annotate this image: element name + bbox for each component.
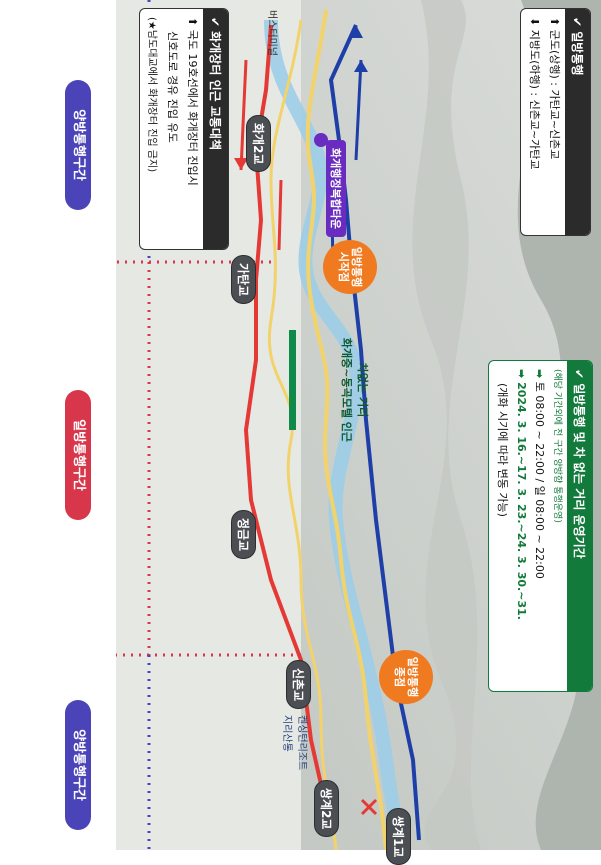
oneway-start-marker: 일방통행 시작점 — [323, 240, 377, 294]
oneway-line-2-text: 지방도(하행) : 신촌교~가탄교 — [528, 29, 541, 170]
label-office: 화개행정복합타운 — [326, 140, 346, 237]
label-bus-terminal: 버스터미널 — [266, 10, 277, 56]
period-title-note: (해당 기간외에 전 구간 양방향 통행운영) — [550, 361, 567, 691]
oneway-end-marker: 일방통행 종점 — [379, 650, 433, 704]
period-hours: ➡ 토 08:00 ~ 22:00 / 일 08:00 ~ 22:00 — [530, 361, 550, 691]
mountain-ridge-2 — [412, 0, 481, 850]
red-arrowhead-2 — [234, 158, 248, 170]
zone-pill-right: 양방통행구간 — [65, 700, 91, 830]
period-hours-text: 토 08:00 ~ 22:00 / 일 08:00 ~ 22:00 — [533, 381, 546, 579]
period-box-title-text: 일방통행 및 차 없는 거리 운영기간 — [572, 383, 586, 559]
oneway-start-line2: 시작점 — [337, 251, 350, 283]
bridge-ssanggye1: 쌍계1교 — [386, 808, 411, 865]
period-dates-text: 2024. 3. 16.~17. 3. 23.~24. 3. 30.~31. — [515, 382, 528, 620]
period-note: (개화 시기에 따라 변동 가능) — [489, 361, 513, 691]
oneway-box-title-text: 일방통행 — [570, 31, 584, 76]
blue-arrowhead-2 — [354, 60, 368, 72]
traffic-box-title: ✔ 화개장터 인근 교통대책 — [203, 9, 228, 249]
traffic-line-2: 신호도로 경유 진입 유도 — [163, 9, 183, 249]
oneway-line-2: ⬇ 지방도(하행) : 신촌교~가탄교 — [521, 9, 545, 235]
road-county — [268, 19, 338, 850]
blocked-x-icon-2 — [360, 798, 378, 816]
river — [264, 19, 408, 850]
oneway-end-line1: 일방통행 — [406, 656, 419, 698]
no-car-road-line1: 차없는 거리 — [356, 362, 369, 418]
check-icon: ✔ — [208, 17, 222, 28]
up-arrow-icon: ⬆ — [548, 17, 561, 27]
oneway-start-line1: 일방통행 — [350, 246, 363, 288]
zone-pill-left: 양방통행구간 — [65, 80, 91, 210]
traffic-line-1-text: 국도 19호선에서 화개장터 진입시 — [186, 29, 199, 186]
arrow-icon: ⬆ — [186, 17, 199, 27]
road-provincial — [305, 9, 388, 850]
traffic-line-2-text: 신호도로 경유 진입 유도 — [166, 31, 179, 143]
period-note-1: (해당 기간외에 — [552, 369, 562, 426]
green-arrow-icon: ➡ — [533, 369, 546, 379]
traffic-line-1: ⬆ 국도 19호선에서 화개장터 진입시 — [183, 9, 203, 249]
office-location-dot — [314, 133, 328, 147]
period-dates: ➡ 2024. 3. 16.~17. 3. 23.~24. 3. 30.~31. — [513, 361, 530, 691]
label-jirisan: 지리산통 — [281, 715, 292, 752]
bridge-jeonggeum: 정금교 — [231, 510, 256, 560]
traffic-line-3-text: (★남도대교에서 화개장터 진입 금지) — [146, 17, 157, 173]
no-car-street-bar — [289, 330, 296, 430]
label-kensington: 켄싱턴리조트 — [296, 715, 307, 771]
bridge-hwagae2: 화개2교 — [246, 115, 271, 173]
traffic-box-title-text: 화개장터 인근 교통대책 — [208, 31, 222, 151]
blue-arrowhead — [349, 25, 363, 38]
period-note-2: 전 구간 양방향 통행운영) — [552, 427, 562, 523]
oneway-line-1-text: 군도(상행) : 가탄교~신촌교 — [548, 29, 561, 160]
period-note-text: (개화 시기에 따라 변동 가능) — [496, 383, 509, 517]
traffic-info-box: ✔ 화개장터 인근 교통대책 ⬆ 국도 19호선에서 화개장터 진입시 신호도로… — [139, 8, 229, 250]
period-info-box: ✔ 일방통행 및 차 없는 거리 운영기간 (해당 기간외에 전 구간 양방향 … — [488, 360, 593, 692]
oneway-info-box: ✔ 일방통행 ⬆ 군도(상행) : 가탄교~신촌교 ⬇ 지방도(하행) : 신촌… — [520, 8, 591, 236]
down-arrow-icon: ⬇ — [528, 17, 541, 27]
zone-pill-center: 일방통행구간 — [65, 390, 91, 520]
check-icon: ✔ — [570, 17, 584, 28]
bridge-ssanggye2: 쌍계2교 — [314, 780, 339, 838]
oneway-line-1: ⬆ 군도(상행) : 가탄교~신촌교 — [545, 9, 565, 235]
oneway-box-title: ✔ 일방통행 — [565, 9, 590, 235]
label-no-car-road: 차없는 거리 화개중~동곡모텔 인근 — [339, 330, 371, 450]
blue-arrow — [354, 59, 363, 161]
bridge-gatan: 가탄교 — [231, 255, 256, 305]
oneway-end-line2: 종점 — [393, 666, 406, 688]
bridge-sinchon: 신촌교 — [286, 660, 311, 710]
period-box-title: ✔ 일방통행 및 차 없는 거리 운영기간 — [567, 361, 592, 691]
traffic-line-3: (★남도대교에서 화개장터 진입 금지) — [140, 9, 163, 249]
red-arrow-2 — [277, 179, 283, 251]
green-arrow-icon-2: ➡ — [515, 369, 528, 379]
check-icon: ✔ — [572, 369, 586, 380]
no-car-road-line2: 화개중~동곡모텔 인근 — [340, 337, 353, 443]
red-arrow — [239, 59, 248, 171]
